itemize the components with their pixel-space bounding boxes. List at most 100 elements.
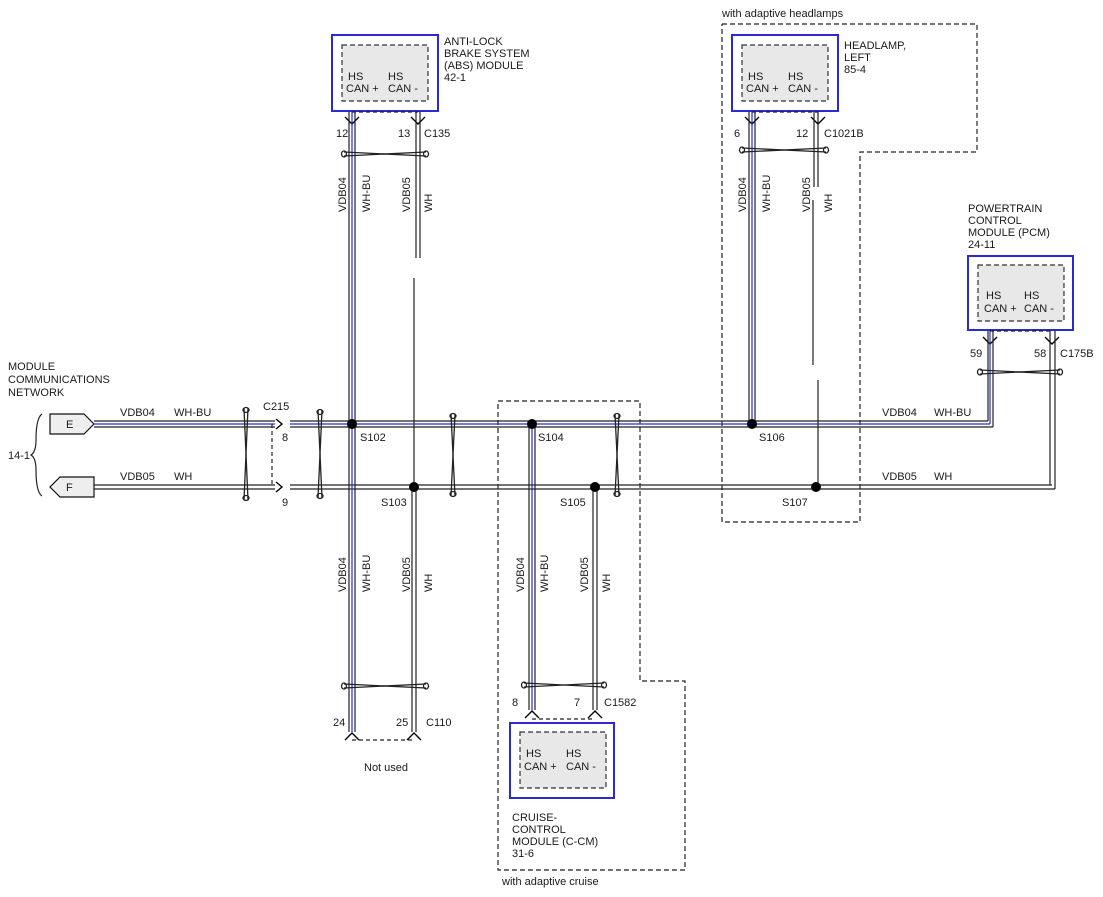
splice-s107-label: S107 — [782, 497, 808, 509]
abs-title-4: 42-1 — [444, 72, 466, 84]
pcm-title-1: POWERTRAIN — [968, 203, 1042, 215]
left-bus-minus-code: VDB05 — [120, 471, 155, 483]
abs-hs-plus: HS — [348, 71, 363, 83]
splice-s103-dot — [409, 482, 419, 492]
c110-branch-plus-color: WH-BU — [361, 555, 373, 592]
splice-s106-dot — [747, 419, 757, 429]
left-bus-plus-color: WH-BU — [174, 407, 211, 419]
ccm-hs-plus: HS — [526, 748, 541, 760]
ccm-title-4: 31-6 — [512, 848, 534, 860]
splice-s104-dot — [527, 419, 537, 429]
headlamp-title-1: HEADLAMP, — [844, 40, 906, 52]
pcm-hs-plus: HS — [986, 290, 1001, 302]
adaptive-cruise-boundary — [497, 400, 686, 871]
network-title-line-2: COMMUNICATIONS — [8, 374, 110, 386]
headlamp-branch-minus-code: VDB05 — [801, 177, 813, 212]
headlamp-pin-minus: 12 — [796, 128, 808, 140]
abs-title-3: (ABS) MODULE — [444, 60, 523, 72]
pcm-can-plus: CAN + — [984, 303, 1017, 315]
can-minus-bus — [94, 484, 1055, 490]
headlamp-branch-wires — [738, 112, 830, 487]
adaptive-headlamps-label: with adaptive headlamps — [721, 8, 844, 20]
pcm-module: HS CAN + HS CAN - — [967, 255, 1074, 331]
abs-hs-minus: HS — [388, 71, 403, 83]
c110-pin-minus: 25 — [396, 717, 408, 729]
pcm-hs-minus: HS — [1024, 290, 1039, 302]
network-title-line-1: MODULE — [8, 361, 55, 373]
network-connector-e: E — [49, 413, 95, 435]
ccm-title-1: CRUISE- — [512, 812, 558, 824]
headlamp-branch-plus-color: WH-BU — [761, 175, 773, 212]
headlamp-branch-minus-color: WH — [823, 194, 835, 212]
splice-s102-dot — [347, 419, 357, 429]
left-bus-minus-color: WH — [174, 471, 192, 483]
splice-s105-dot — [590, 482, 600, 492]
headlamp-pin-plus: 6 — [734, 128, 740, 140]
c215-label: C215 — [263, 401, 289, 413]
abs-branch-minus-code: VDB05 — [401, 177, 413, 212]
ccm-title-2: CONTROL — [512, 824, 566, 836]
ccm-can-plus: CAN + — [524, 761, 557, 773]
c215-pin-minus: 9 — [282, 497, 288, 509]
right-bus-minus-code: VDB05 — [882, 471, 917, 483]
abs-pin-plus: 12 — [336, 128, 348, 140]
right-bus-minus-color: WH — [934, 471, 952, 483]
right-bus-plus-color: WH-BU — [934, 407, 971, 419]
ccm-hs-minus: HS — [566, 748, 581, 760]
pcm-title-2: CONTROL — [968, 215, 1022, 227]
abs-connector: C135 — [424, 128, 450, 140]
adaptive-headlamps-boundary — [721, 23, 978, 523]
splice-s105-label: S105 — [560, 497, 586, 509]
splice-s103-label: S103 — [381, 497, 407, 509]
ccm-branch-minus-color: WH — [601, 574, 613, 592]
headlamp-can-minus: CAN - — [788, 83, 818, 95]
pcm-can-minus: CAN - — [1024, 303, 1054, 315]
ccm-branch-plus-color: WH-BU — [539, 555, 551, 592]
splice-s106-label: S106 — [759, 432, 785, 444]
headlamp-branch-plus-code: VDB04 — [737, 177, 749, 212]
headlamp-connector: C1021B — [824, 128, 864, 140]
bus-twist-marks — [242, 406, 621, 502]
pcm-connector: C175B — [1060, 348, 1094, 360]
abs-can-minus: CAN - — [388, 83, 418, 95]
abs-module: HS CAN + HS CAN - — [331, 34, 439, 112]
abs-branch-plus-code: VDB04 — [337, 177, 349, 212]
c110-branch-plus-code: VDB04 — [337, 557, 349, 592]
network-brace — [29, 413, 43, 497]
pcm-pin-minus: 58 — [1034, 348, 1046, 360]
can-plus-bus — [94, 420, 993, 428]
c110-not-used: Not used — [364, 762, 408, 774]
ccm-pin-plus: 8 — [512, 697, 518, 709]
headlamp-can-plus: CAN + — [746, 83, 779, 95]
ccm-can-minus: CAN - — [566, 761, 596, 773]
abs-branch-minus-color: WH — [423, 194, 435, 212]
pcm-pin-plus: 59 — [970, 348, 982, 360]
c215-pin-plus: 8 — [282, 432, 288, 444]
ccm-branch-plus-code: VDB04 — [515, 557, 527, 592]
headlamp-title-3: 85-4 — [844, 64, 866, 76]
ccm-branch-wires — [520, 424, 608, 720]
left-bus-plus-code: VDB04 — [120, 407, 155, 419]
abs-pin-minus: 13 — [398, 128, 410, 140]
ccm-title-3: MODULE (C-CM) — [512, 836, 598, 848]
splice-s102-label: S102 — [360, 432, 386, 444]
pcm-branch-wires — [976, 331, 1064, 489]
c110-branch-wires — [340, 424, 430, 741]
network-tag-f: F — [66, 482, 73, 494]
headlamp-module: HS CAN + HS CAN - — [731, 34, 839, 112]
ccm-branch-minus-code: VDB05 — [579, 557, 591, 592]
headlamp-hs-plus: HS — [748, 71, 763, 83]
network-ref: 14-1 — [8, 450, 30, 462]
network-connector-f: F — [49, 476, 95, 498]
c110-connector: C110 — [426, 717, 451, 729]
network-title-line-3: NETWORK — [8, 387, 65, 399]
c215-connector: C215 8 9 — [263, 401, 289, 509]
abs-title-1: ANTI-LOCK — [444, 36, 503, 48]
ccm-module: HS CAN + HS CAN - — [509, 722, 615, 799]
pcm-title-4: 24-11 — [968, 239, 995, 251]
c110-branch-minus-color: WH — [423, 574, 435, 592]
splice-s107-dot — [811, 482, 821, 492]
abs-title-2: BRAKE SYSTEM — [444, 48, 530, 60]
ccm-connector: C1582 — [604, 697, 636, 709]
